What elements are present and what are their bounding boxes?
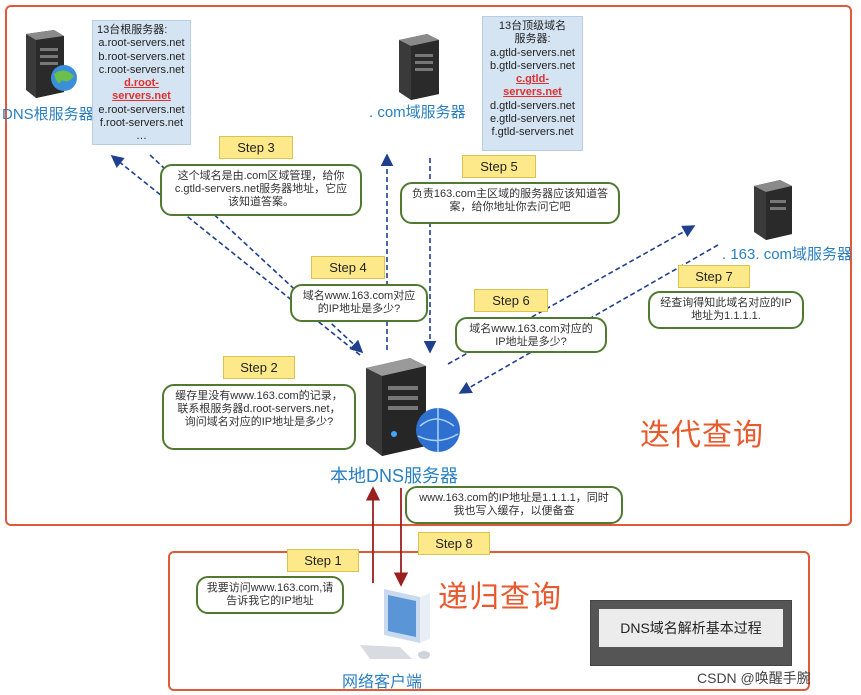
domain163-server-icon	[748, 178, 804, 242]
bubble-step2: 缓存里没有www.163.com的记录，联系根服务器d.root-servers…	[162, 384, 356, 450]
root-list-item: …	[136, 130, 147, 143]
com-list-item: c.gtld-servers.net	[503, 73, 562, 99]
com-list-title-2: 服务器:	[514, 33, 551, 46]
iterative-query-label: 迭代查询	[640, 419, 764, 452]
root-list-item: e.root-servers.net	[98, 103, 185, 116]
root-list-title: 13台根服务器:	[97, 24, 168, 36]
com-server-label: . com域服务器	[369, 104, 466, 121]
iterative-frame	[5, 5, 852, 526]
root-list-item: d.root-servers.net	[112, 77, 171, 103]
bubble-step1: 我要访问www.163.com,请告诉我它的IP地址	[196, 576, 344, 614]
root-list-item: a.root-servers.net	[98, 37, 185, 50]
step7-label: Step 7	[678, 265, 750, 288]
client-label: 网络客户端	[342, 674, 423, 691]
step5-label: Step 5	[462, 155, 536, 178]
title-box-text: DNS域名解析基本过程	[599, 609, 783, 647]
title-box: DNS域名解析基本过程	[590, 600, 792, 666]
root-list-item: c.root-servers.net	[98, 63, 185, 76]
com-list-item: b.gtld-servers.net	[490, 59, 575, 72]
root-server-icon	[18, 28, 80, 100]
bubble-step6: 域名www.163.com对应的IP地址是多少?	[455, 317, 607, 353]
bubble-step5: 负责163.com主区域的服务器应该知道答案，给你地址你去问它吧	[400, 182, 620, 224]
bubble-step8: www.163.com的IP地址是1.1.1.1，同时我也写入缓存，以便备查	[405, 486, 623, 524]
step8-label: Step 8	[418, 532, 490, 555]
client-computer-icon	[350, 585, 440, 665]
step2-label: Step 2	[223, 356, 295, 379]
com-list-item: e.gtld-servers.net	[490, 113, 575, 126]
com-list-item: d.gtld-servers.net	[490, 99, 575, 112]
step3-label: Step 3	[219, 136, 293, 159]
com-list-item: a.gtld-servers.net	[490, 46, 575, 59]
arrow-step6	[447, 225, 696, 365]
com-list-item: f.gtld-servers.net	[491, 126, 574, 139]
domain163-server-label: . 163. com域服务器	[722, 246, 853, 263]
root-list-item: f.root-servers.net	[99, 117, 184, 130]
local-dns-server-label: 本地DNS服务器	[330, 466, 459, 486]
bubble-step3: 这个域名是由.com区域管理，给你c.gtld-servers.net服务器地址…	[160, 164, 362, 216]
step4-label: Step 4	[311, 256, 385, 279]
local-dns-server-icon	[358, 354, 468, 458]
step6-label: Step 6	[474, 289, 548, 312]
root-list-item: b.root-servers.net	[98, 50, 185, 63]
recursive-query-label: 递归查询	[438, 581, 562, 614]
step1-label: Step 1	[287, 549, 359, 572]
com-list-title-1: 13台顶级域名	[498, 20, 567, 32]
com-server-icon	[393, 32, 453, 102]
bubble-step7: 经查询得知此域名对应的IP地址为1.1.1.1.	[648, 291, 804, 329]
bubble-step4: 域名www.163.com对应的IP地址是多少?	[290, 284, 428, 322]
watermark: CSDN @唤醒手腕	[697, 670, 811, 686]
root-server-label: DNS根服务器	[2, 106, 94, 123]
